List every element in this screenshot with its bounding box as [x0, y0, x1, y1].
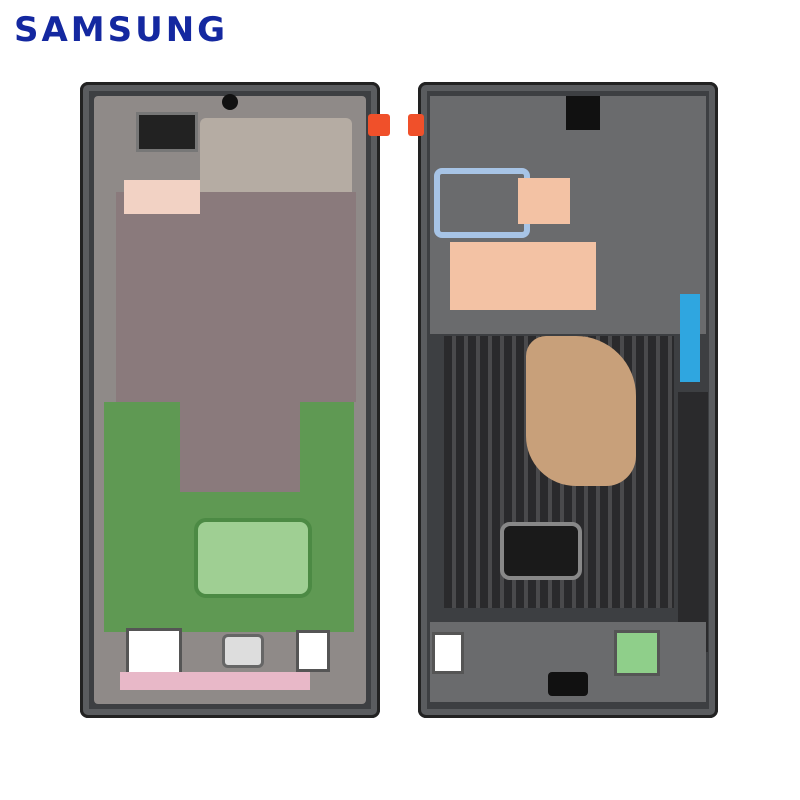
shield-lower [116, 192, 356, 402]
camera-cutout [566, 96, 600, 130]
middle-frame-front-view [80, 82, 390, 718]
pink-strip [120, 672, 310, 690]
punch-hole [222, 94, 238, 110]
camera-cutout [136, 112, 198, 152]
battery-strip [678, 392, 708, 652]
green-pad [500, 522, 582, 580]
heat-pipe [526, 336, 636, 486]
orange-tab [408, 114, 424, 136]
bottom-cutout-right [614, 630, 660, 676]
middle-frame-back-view [408, 82, 718, 718]
green-pad [194, 518, 312, 598]
peach-pad-large [450, 242, 596, 310]
usb-port [548, 672, 588, 696]
blue-bracket [434, 168, 530, 238]
blue-tab [680, 294, 700, 382]
orange-tab [368, 114, 390, 136]
bottom-cutout-right [296, 630, 330, 672]
green-film-notch [180, 382, 300, 492]
peach-pad [124, 180, 200, 214]
samsung-logo: SAMSUNG [14, 10, 229, 50]
bottom-cutout-left [432, 632, 464, 674]
bottom-cutout-left [126, 628, 182, 678]
usb-port [222, 634, 264, 668]
peach-pad-small [518, 178, 570, 224]
